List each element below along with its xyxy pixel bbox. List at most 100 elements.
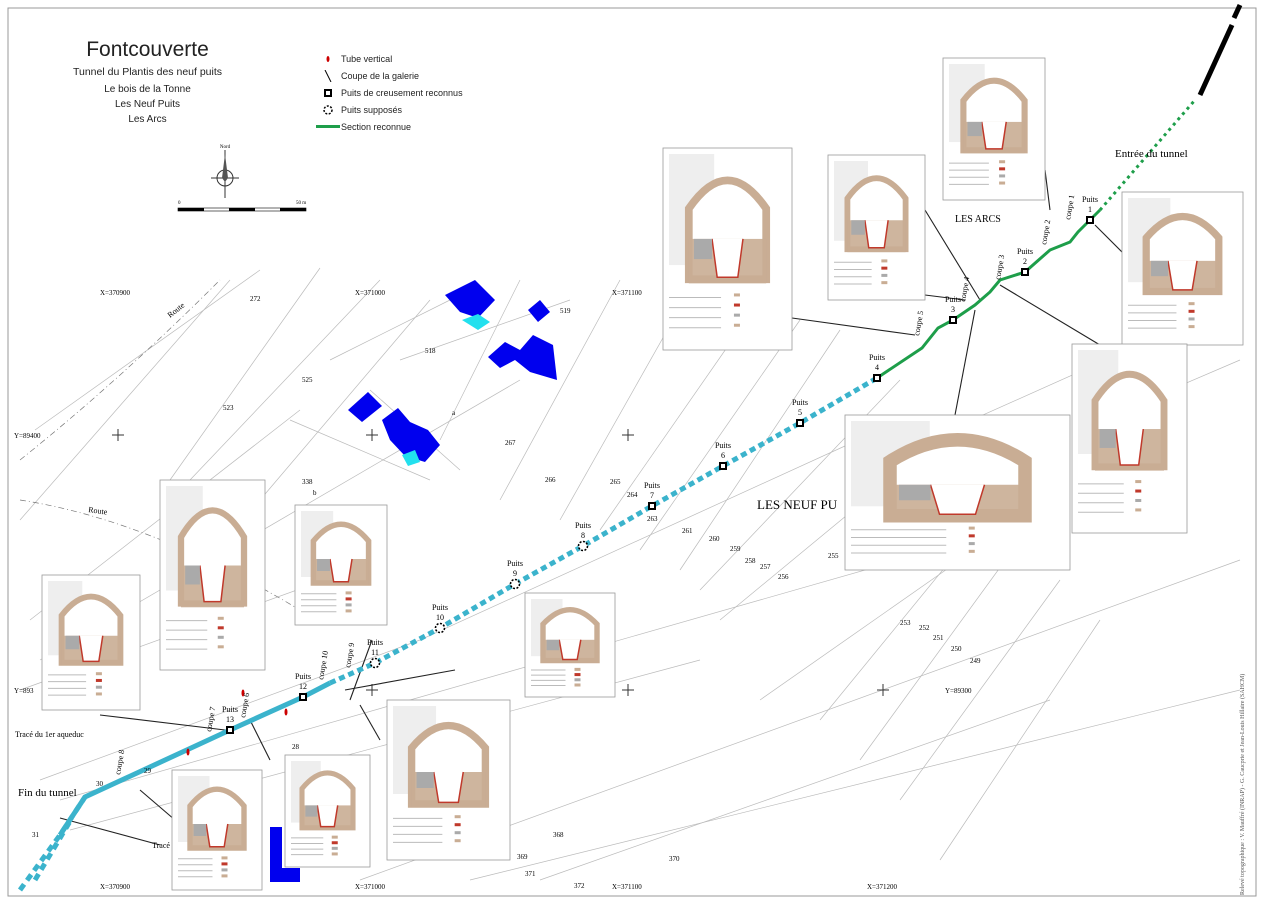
cross-section-drawing[interactable] — [1071, 343, 1188, 534]
known-shaft-icon[interactable] — [299, 693, 307, 701]
shaft-number: 5 — [798, 408, 802, 417]
place-label: Fin du tunnel — [18, 787, 77, 799]
shaft-number: 6 — [721, 451, 725, 460]
supposed-shaft-icon[interactable] — [369, 657, 381, 669]
place-label: LES ARCS — [955, 214, 1001, 225]
known-shaft-icon[interactable] — [719, 462, 727, 470]
known-shaft-icon[interactable] — [796, 419, 804, 427]
known-shaft-icon[interactable] — [226, 726, 234, 734]
known-shaft-icon[interactable] — [873, 374, 881, 382]
legend-label: Tube vertical — [341, 53, 393, 64]
section-label: coupe 3 — [993, 254, 1006, 280]
parcel-number: 259 — [730, 545, 741, 553]
section-label: coupe 4 — [958, 276, 971, 302]
cross-section-drawing[interactable] — [844, 414, 1071, 571]
known-shaft-icon[interactable] — [949, 316, 957, 324]
known-shaft-icon[interactable] — [1086, 216, 1094, 224]
section-label: coupe 7 — [204, 706, 217, 732]
map-labels: Puits1Puits2Puits3Puits4Puits5Puits6Puit… — [14, 148, 1188, 891]
supposed-shaft-icon[interactable] — [509, 578, 521, 590]
coordinate-label: X=370900 — [100, 883, 131, 891]
parcel-number: 29 — [144, 767, 152, 775]
legend: Tube vertical Coupe de la galerie Puits … — [315, 50, 463, 135]
parcel-number: 368 — [553, 831, 564, 839]
place-label: Route — [88, 505, 109, 517]
shaft-label: Puits — [432, 603, 448, 612]
tube-vertical-icon — [186, 748, 190, 756]
shaft-number: 7 — [650, 491, 654, 500]
scale-bar: 0 50 m — [177, 201, 307, 212]
coordinate-label: Y=893 — [14, 687, 34, 695]
cross-section-drawing[interactable] — [662, 147, 793, 351]
cross-section-drawing[interactable] — [942, 57, 1046, 201]
parcel-number: 523 — [223, 404, 234, 412]
parcel-number: 257 — [760, 563, 771, 571]
compass-north-label: Nord — [220, 145, 231, 150]
grid-crosses — [112, 429, 889, 696]
map-title: Fontcouverte — [86, 38, 209, 61]
shaft-label: Puits — [507, 559, 523, 568]
place-label: Tracé — [152, 841, 170, 850]
cross-section-drawing[interactable] — [41, 574, 141, 711]
section-label: coupe 1 — [1063, 194, 1076, 220]
shaft-number: 8 — [581, 531, 585, 540]
cross-section-drawing[interactable] — [284, 754, 371, 868]
parcel-number: 265 — [610, 478, 621, 486]
shaft-label: Puits — [869, 353, 885, 362]
parcel-number: 30 — [96, 780, 104, 788]
supposed-shaft-icon[interactable] — [434, 622, 446, 634]
cross-section-drawing[interactable] — [171, 769, 263, 891]
cross-section-drawing[interactable] — [159, 479, 266, 671]
shaft-number: 2 — [1023, 257, 1027, 266]
parcel-number: 31 — [32, 831, 40, 839]
parcel-number: 369 — [517, 853, 528, 861]
legend-item: Section reconnue — [315, 118, 463, 135]
parcel-number: 256 — [778, 573, 789, 581]
coordinate-label: X=371000 — [355, 883, 386, 891]
parcel-number: a — [452, 409, 456, 417]
parcel-number: 255 — [828, 552, 839, 560]
legend-item: Puits de creusement reconnus — [315, 84, 463, 101]
coordinate-label: X=371200 — [867, 883, 898, 891]
cross-section-drawing[interactable] — [294, 504, 388, 626]
section-label: coupe 2 — [1039, 219, 1052, 245]
shaft-label: Puits — [575, 521, 591, 530]
section-label: coupe 9 — [343, 642, 356, 668]
coordinate-label: Y=89400 — [14, 432, 41, 440]
shaft-number: 1 — [1088, 205, 1092, 214]
parcel-number: 267 — [505, 439, 516, 447]
coordinate-label: X=371100 — [612, 289, 642, 297]
shaft-number: 13 — [226, 715, 234, 724]
parcel-number: 252 — [919, 624, 930, 632]
shaft-label: Puits — [715, 441, 731, 450]
supposed-shaft-icon[interactable] — [577, 540, 589, 552]
cross-section-drawing[interactable] — [524, 592, 616, 698]
cross-section-drawing[interactable] — [386, 699, 511, 861]
coordinate-label: X=370900 — [100, 289, 131, 297]
cross-section-drawing[interactable] — [1121, 191, 1244, 346]
parcel-number: 251 — [933, 634, 944, 642]
cross-section-drawings — [41, 57, 1244, 891]
cross-section-drawing[interactable] — [827, 154, 926, 301]
parcel-number: 370 — [669, 855, 680, 863]
shaft-label: Puits — [295, 672, 311, 681]
legend-label: Puits supposés — [341, 104, 403, 115]
shaft-number: 4 — [875, 363, 879, 372]
parcel-number: 261 — [682, 527, 693, 535]
known-section-icon — [315, 124, 341, 129]
known-shaft-icon[interactable] — [1021, 268, 1029, 276]
section-line-icon — [315, 69, 341, 82]
parcel-number: 250 — [951, 645, 962, 653]
shaft-number: 3 — [951, 305, 955, 314]
known-shaft-icon — [315, 88, 341, 97]
shaft-number: 12 — [299, 682, 307, 691]
coordinate-label: X=371100 — [612, 883, 642, 891]
legend-item: Puits supposés — [315, 101, 463, 118]
place-label: LES NEUF PU — [757, 497, 838, 512]
coordinate-label: Y=89300 — [945, 687, 972, 695]
known-shaft-icon[interactable] — [648, 502, 656, 510]
section-label: coupe 5 — [912, 310, 925, 336]
compass-rose-icon: Nord — [211, 145, 239, 198]
credit-text: Relevé topographique : V. Mauffré (INRAP… — [1240, 673, 1246, 895]
